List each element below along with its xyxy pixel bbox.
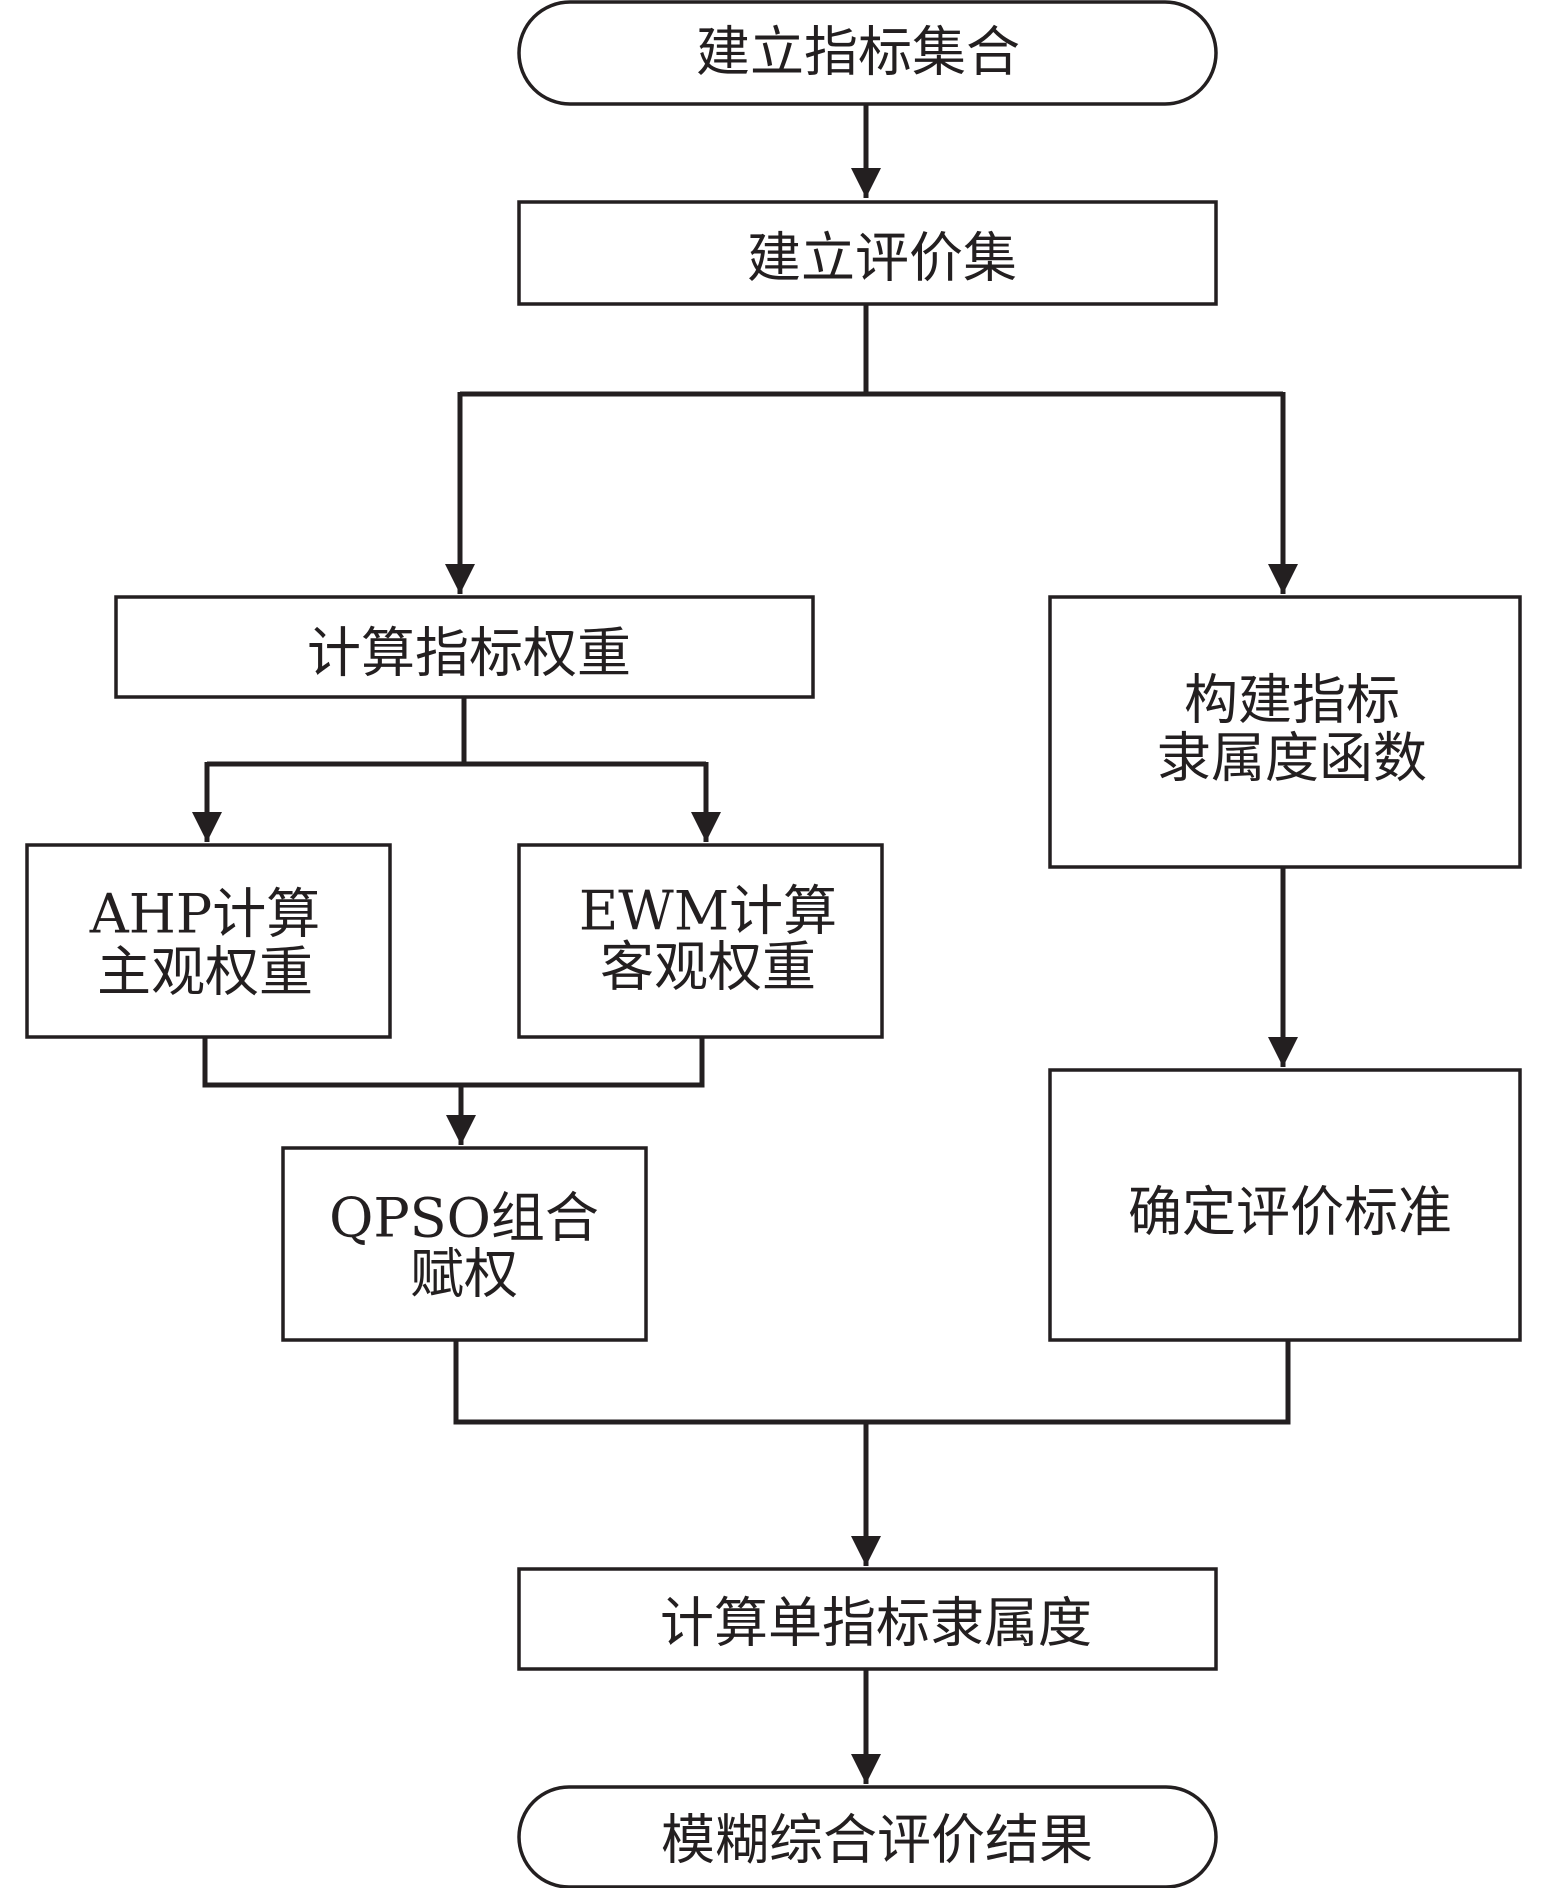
- node-evaluation-criteria: 确定评价标准: [1048, 1068, 1522, 1342]
- node-qpso-combined-weighting: QPSO组合 赋权: [281, 1146, 648, 1342]
- node-build-indicator-set: 建立指标集合: [517, 0, 1218, 106]
- node-compute-indicator-weights: 计算指标权重: [114, 595, 815, 699]
- node-ahp-subjective-weights: AHP计算 主观权重: [25, 843, 392, 1039]
- node-label: 建立指标集合: [696, 21, 1020, 84]
- edge-n5-merge: [202, 1037, 705, 1088]
- node-build-evaluation-set: 建立评价集: [517, 200, 1218, 306]
- node-label: 计算单指标隶属度: [660, 1592, 1092, 1655]
- node-label-line-1: QPSO组合: [329, 1187, 599, 1250]
- node-label-line-2: 客观权重: [600, 936, 816, 999]
- node-label-line-2: 赋权: [410, 1243, 518, 1306]
- node-fuzzy-evaluation-result: 模糊综合评价结果: [517, 1785, 1218, 1888]
- node-membership-function: 构建指标 隶属度函数: [1048, 595, 1522, 869]
- node-label-line-1: EWM计算: [579, 880, 837, 943]
- node-label-line-1: 构建指标: [1184, 669, 1400, 732]
- node-label-line-2: 主观权重: [97, 941, 313, 1004]
- edge-n7-n8-merge: [453, 1340, 1291, 1425]
- node-label-line-1: AHP计算: [89, 883, 320, 946]
- node-label: 建立评价集: [747, 227, 1017, 290]
- node-label-line-2: 隶属度函数: [1157, 727, 1427, 790]
- node-label: 模糊综合评价结果: [661, 1809, 1093, 1872]
- connectors: [192, 104, 1298, 1784]
- node-label: 计算指标权重: [307, 622, 631, 685]
- node-label: 确定评价标准: [1128, 1181, 1452, 1244]
- node-ewm-objective-weights: EWM计算 客观权重: [517, 843, 884, 1039]
- node-single-indicator-membership: 计算单指标隶属度: [517, 1567, 1218, 1671]
